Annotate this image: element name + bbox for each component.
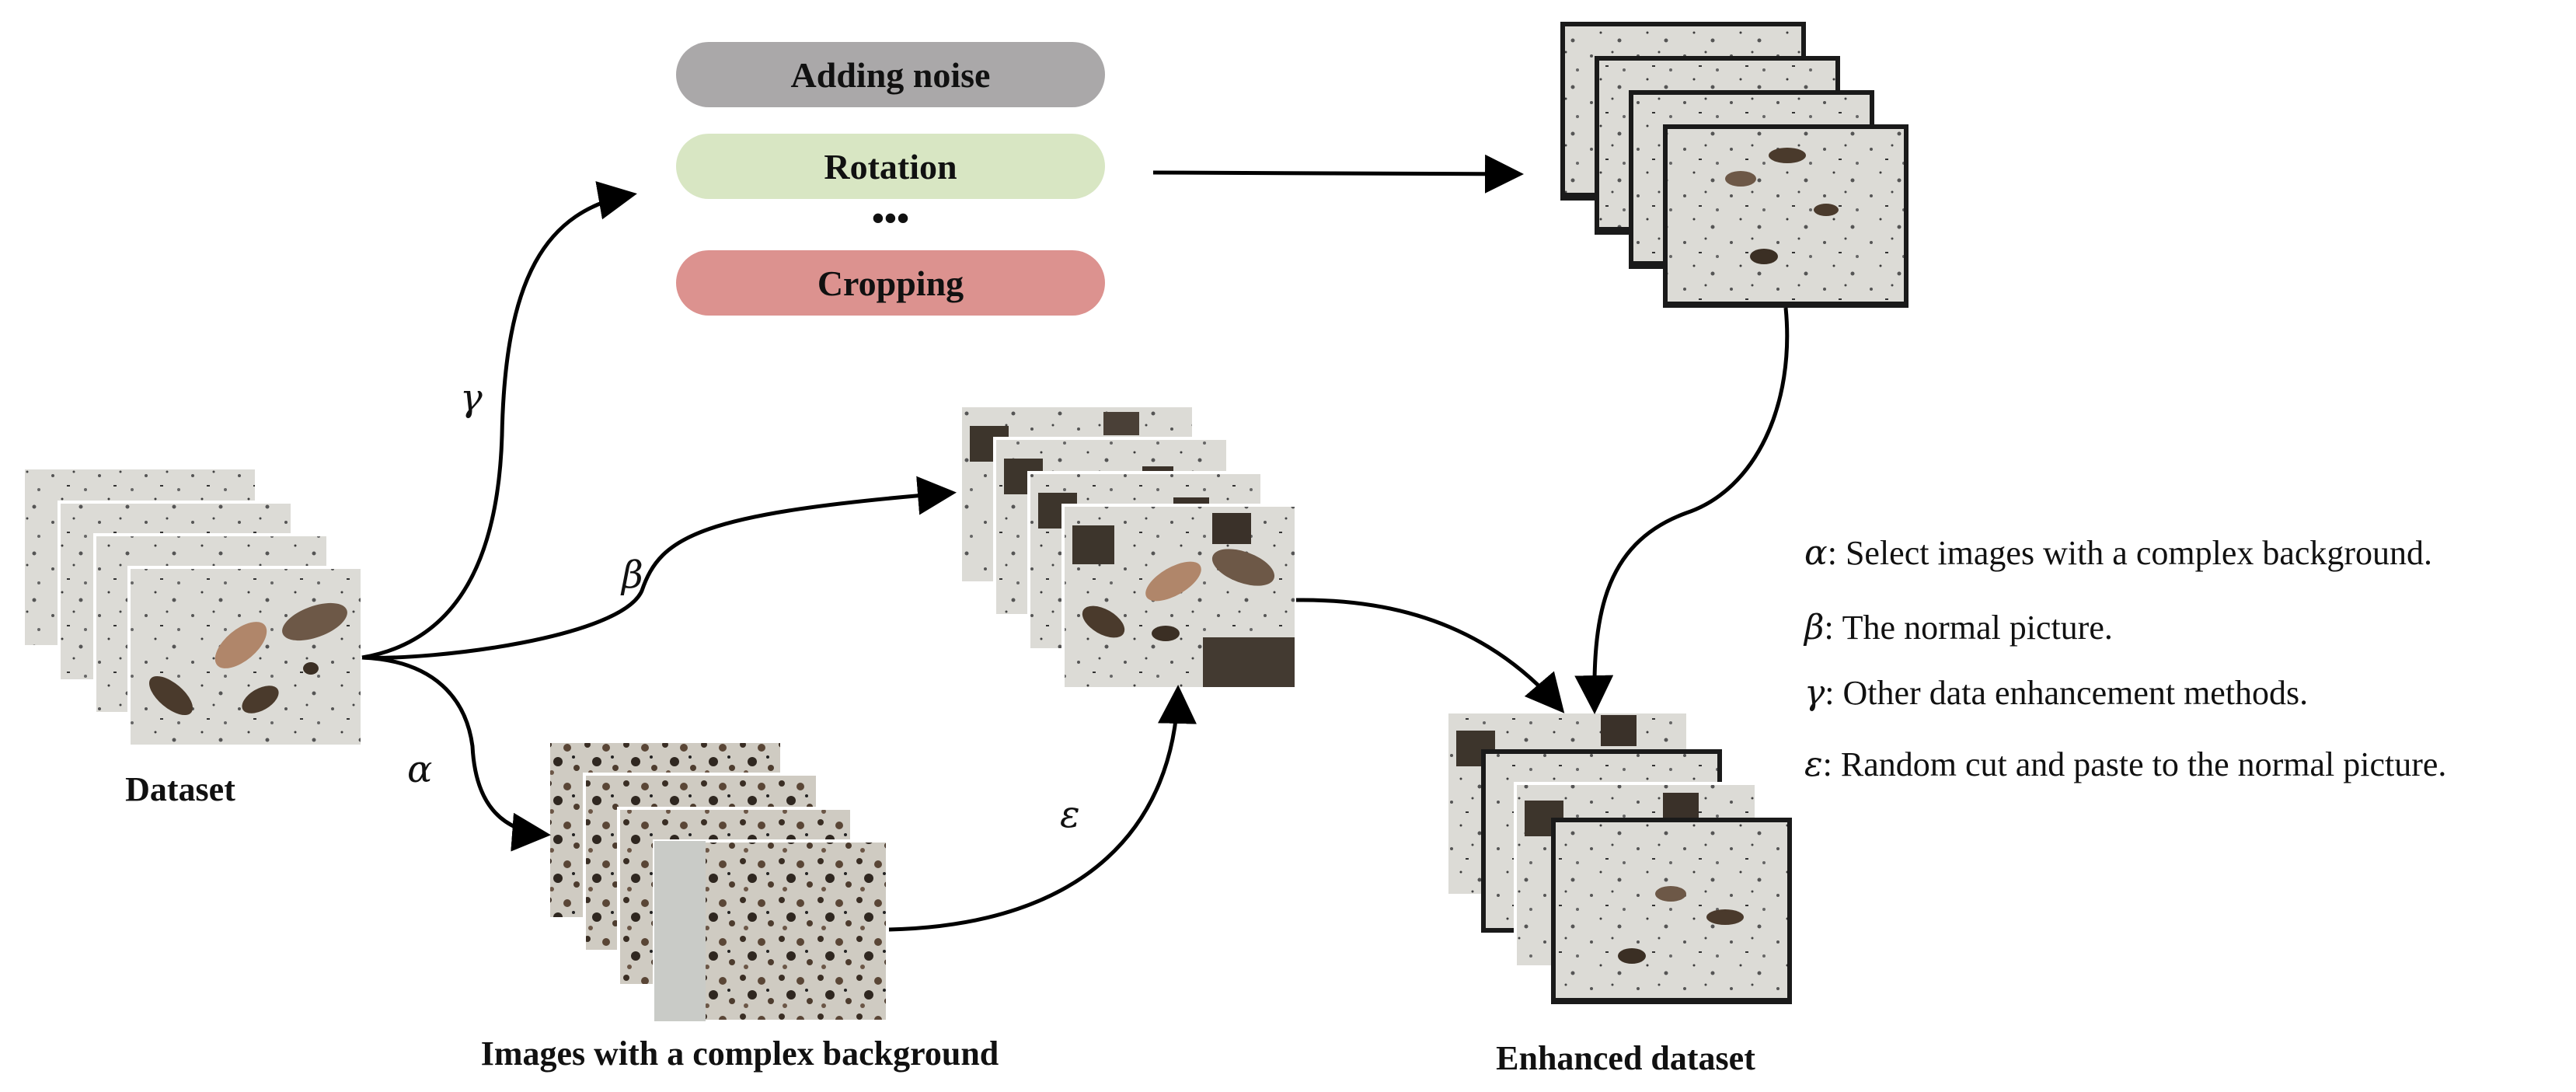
legend-symbol: ε	[1804, 745, 1823, 784]
method-label: Cropping	[817, 263, 964, 303]
legend-text: : The normal picture.	[1824, 609, 2112, 647]
legend-symbol: α	[1804, 533, 1828, 573]
flow-arrows	[361, 154, 1790, 932]
legend-text: : Random cut and paste to the normal pic…	[1823, 745, 2447, 783]
legend-item: α: Select images with a complex backgrou…	[1804, 533, 2432, 573]
arrow-methods-to-augmented	[1152, 154, 1524, 194]
method-pill-background	[676, 250, 1105, 316]
method-rotation: Rotation	[676, 134, 1105, 199]
method-label: Rotation	[824, 147, 957, 187]
dataset-caption: Dataset	[125, 770, 235, 808]
method-cropping: Cropping	[676, 250, 1105, 316]
legend-symbol: γ	[1804, 673, 1825, 713]
enhanced-dataset-stack	[1445, 710, 1792, 1004]
label-beta: β	[620, 553, 643, 597]
arrow-alpha	[361, 655, 551, 852]
arrow-gamma	[361, 181, 637, 660]
complex-background-caption: Images with a complex background	[481, 1034, 999, 1073]
enhanced-dataset-caption: Enhanced dataset	[1496, 1039, 1755, 1077]
augmented-output-stack	[1560, 22, 1908, 308]
photo	[1663, 124, 1908, 308]
dataset-image-stack	[22, 466, 364, 748]
arrow-normal-to-enhanced	[1295, 598, 1565, 713]
legend-item: γ: Other data enhancement methods.	[1804, 673, 2308, 713]
legend-symbol: β	[1803, 608, 1824, 647]
method-pill-background	[676, 42, 1105, 107]
complex-background-stack	[547, 740, 889, 1023]
photo	[127, 566, 364, 748]
legend-item: ε: Random cut and paste to the normal pi…	[1804, 745, 2446, 784]
ellipsis: •••	[872, 198, 909, 238]
label-alpha: α	[407, 748, 432, 791]
arrow-augmented-to-enhanced	[1574, 307, 1790, 714]
label-gamma: γ	[460, 376, 483, 420]
photo	[1061, 504, 1298, 690]
arrow-beta	[361, 476, 957, 660]
normal-picture-stack	[959, 404, 1298, 690]
method-adding-noise: Adding noise	[676, 42, 1105, 107]
legend-text: : Select images with a complex backgroun…	[1828, 534, 2432, 572]
arrow-epsilon	[888, 685, 1197, 932]
augment-methods: Adding noise Rotation ••• Cropping	[676, 42, 1105, 316]
legend-text: : Other data enhancement methods.	[1825, 674, 2308, 712]
method-label: Adding noise	[791, 55, 991, 95]
method-pill-background	[676, 134, 1105, 199]
legend: α: Select images with a complex backgrou…	[1803, 533, 2446, 784]
photo	[1551, 818, 1792, 1004]
label-epsilon: ε	[1060, 793, 1080, 836]
photo	[653, 839, 889, 1023]
legend-item: β: The normal picture.	[1803, 608, 2113, 647]
